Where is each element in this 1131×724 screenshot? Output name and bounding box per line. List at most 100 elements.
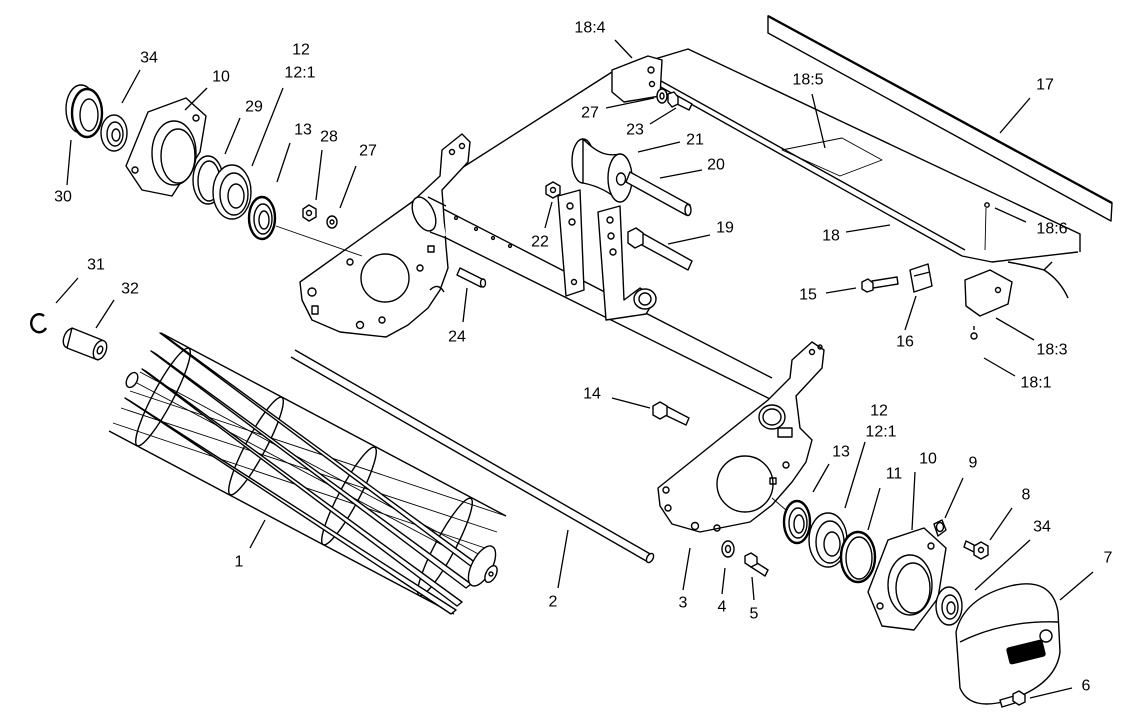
right-side-plate xyxy=(657,341,825,533)
part-18-3-bracket xyxy=(964,269,1013,317)
callout-34-right: 34 xyxy=(1033,519,1051,536)
frame-sheet xyxy=(431,48,1081,299)
part-18-4-bracket xyxy=(611,55,663,103)
leader-line-8 xyxy=(989,507,1013,541)
callout-2: 2 xyxy=(549,594,558,611)
part-24-pin xyxy=(456,267,487,288)
callout-15: 15 xyxy=(799,287,817,304)
callout-labels: 18:4 18:5 17 27 23 21 20 19 22 18 18:6 1… xyxy=(54,20,1112,695)
part-17-strip xyxy=(767,14,1113,222)
part-27-left-washer xyxy=(326,215,338,229)
callout-29: 29 xyxy=(245,99,263,116)
callout-12-left: 12 xyxy=(292,42,310,59)
part-21-roller xyxy=(571,138,633,203)
callout-18-3: 18:3 xyxy=(1036,342,1067,359)
part-15-bolt xyxy=(861,276,899,293)
leader-line-13-right xyxy=(812,463,830,493)
leader-line-6 xyxy=(1029,687,1073,699)
callout-24: 24 xyxy=(448,329,466,346)
part-31-snap-ring xyxy=(30,313,48,334)
cross-tube xyxy=(419,196,773,401)
leader-line-30 xyxy=(66,139,72,186)
leader-line-31 xyxy=(55,277,79,304)
leader-line-17 xyxy=(999,97,1031,134)
callout-18-4: 18:4 xyxy=(574,20,605,37)
part-23-bolt xyxy=(667,91,693,111)
part-22-nut xyxy=(545,181,561,199)
callout-30: 30 xyxy=(54,189,72,206)
part-20-pin xyxy=(625,171,692,217)
leader-line-18-5 xyxy=(811,93,826,149)
callout-9: 9 xyxy=(969,455,978,472)
leader-line-18 xyxy=(845,224,891,233)
part-9-fitting xyxy=(933,519,947,537)
leader-line-34-left xyxy=(121,69,141,104)
callout-32: 32 xyxy=(121,281,139,298)
callout-19: 19 xyxy=(716,220,734,237)
leader-line-23 xyxy=(649,107,677,125)
callout-17: 17 xyxy=(1036,77,1054,94)
center-bracket-front xyxy=(597,205,657,321)
part-28-nut xyxy=(302,204,317,222)
leader-line-1 xyxy=(249,519,266,549)
callout-23: 23 xyxy=(626,122,644,139)
part-11-ring xyxy=(839,530,877,584)
callout-31: 31 xyxy=(87,257,105,274)
part-18-1-screw xyxy=(970,326,978,340)
left-axis-line xyxy=(275,225,363,257)
part-30-seal xyxy=(65,84,104,139)
part-16-clip xyxy=(909,263,933,293)
leader-line-24 xyxy=(462,287,468,323)
part-19-bolt xyxy=(627,227,693,271)
callout-18-5: 18:5 xyxy=(792,72,823,89)
leader-line-19 xyxy=(667,234,711,245)
callout-21: 21 xyxy=(686,132,704,149)
callout-27-left: 27 xyxy=(359,143,377,160)
part-13-left-seal xyxy=(247,195,277,241)
part-5-bolt xyxy=(744,552,769,577)
leader-line-20 xyxy=(659,169,703,179)
center-bracket-rear xyxy=(557,189,585,297)
callout-6: 6 xyxy=(1082,678,1091,695)
callout-10-left: 10 xyxy=(212,69,230,86)
callout-12-1-right: 12:1 xyxy=(865,424,896,441)
leader-line-18-6 xyxy=(994,207,1027,223)
callout-20: 20 xyxy=(707,157,725,174)
callout-28: 28 xyxy=(320,129,338,146)
callout-13-left: 13 xyxy=(294,122,312,139)
part-34-right-bearing xyxy=(935,586,963,626)
leader-line-11 xyxy=(867,487,881,531)
part-18-5-pad xyxy=(781,137,883,177)
leader-line-32 xyxy=(95,299,115,329)
callout-7: 7 xyxy=(1104,550,1113,567)
callout-4: 4 xyxy=(718,599,727,616)
toro-logo: TORO xyxy=(1006,639,1046,665)
part-1-reel xyxy=(108,332,507,615)
left-side-plate xyxy=(299,133,471,338)
callout-8: 8 xyxy=(1022,487,1031,504)
callout-3: 3 xyxy=(679,595,688,612)
leader-line-21 xyxy=(637,141,681,153)
cross-tube-end xyxy=(411,196,513,249)
leader-line-27-left xyxy=(339,165,357,209)
leader-line-16 xyxy=(904,295,917,331)
part-13-right-seal xyxy=(782,499,812,545)
callout-1: 1 xyxy=(235,554,244,571)
leader-line-9 xyxy=(944,477,964,519)
part-34-left-bearing xyxy=(100,114,128,152)
callout-22: 22 xyxy=(531,234,549,251)
part-6-bolt xyxy=(999,690,1026,708)
part-14-bolt xyxy=(652,401,690,426)
part-18-rod xyxy=(649,75,966,257)
leader-line-12-left xyxy=(251,87,284,167)
leader-line-2 xyxy=(557,529,569,589)
part-10-left-housing xyxy=(125,97,207,197)
callout-18-6: 18:6 xyxy=(1036,221,1067,238)
leader-line-10-left xyxy=(184,87,208,111)
callout-11: 11 xyxy=(886,466,903,483)
callout-10-right: 10 xyxy=(919,451,937,468)
callout-5: 5 xyxy=(750,606,759,623)
part-32-sleeve xyxy=(62,327,108,361)
